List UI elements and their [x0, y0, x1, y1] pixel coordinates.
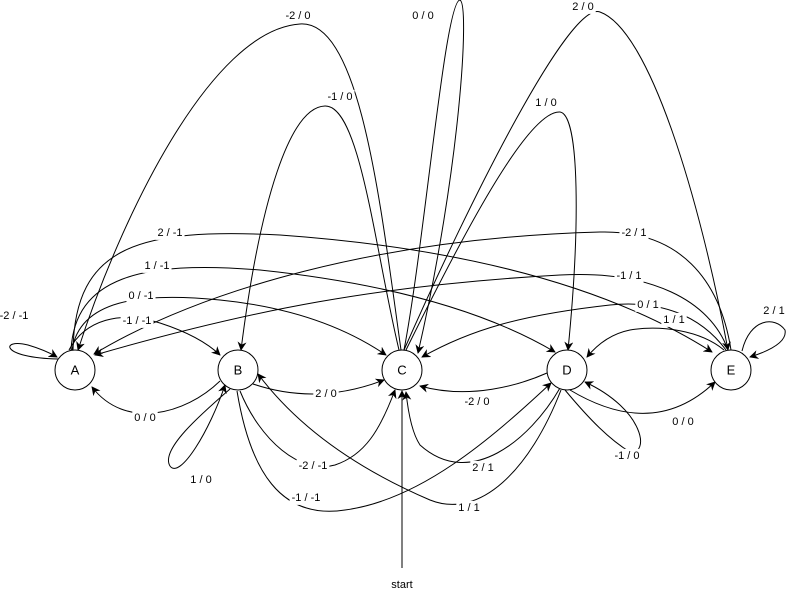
transition-d-to-e-label: 0 / 0 [672, 416, 693, 428]
transition-a-to-b-edge [68, 316, 221, 356]
transition-c-to-e-edge [403, 11, 731, 351]
state-d[interactable]: D [546, 349, 588, 391]
state-b-circle [217, 349, 259, 391]
transition-b-to-b-edge [167, 384, 231, 469]
transition-a-to-c-label: 0 / -1 [128, 290, 153, 302]
transition-e-to-d-label: 1 / 1 [663, 314, 684, 326]
transition-d-to-b-edge [257, 373, 562, 505]
transition-d-to-d-label-bg [612, 448, 642, 463]
transition-d-to-c-edge [402, 387, 561, 463]
transition-a-to-c-edge [71, 296, 387, 356]
transition-e-to-a-label-bg [614, 268, 644, 283]
transition-d-to-d-label: -1 / 0 [614, 450, 639, 462]
transition-e-to-a-edge [94, 273, 729, 358]
states-layer: A B C D E [54, 349, 752, 391]
state-a-label: A [71, 362, 80, 377]
transition-b-to-c-label-bg [296, 458, 330, 473]
transition-d-to-d-edge [564, 381, 642, 453]
transition-c-to-c-label: 0 / 0 [412, 10, 433, 22]
start-label: start [391, 579, 412, 591]
state-a[interactable]: A [54, 349, 96, 391]
state-d-label: D [562, 362, 571, 377]
transition-b-to-c-label: 2 / 0 [315, 388, 336, 400]
state-c-circle [381, 349, 423, 391]
transition-a-to-d-label-bg [142, 258, 172, 273]
transition-b-to-a-label: 0 / 0 [134, 412, 155, 424]
transition-e-to-c-label-bg [635, 297, 661, 312]
transition-a-to-d-edge [70, 266, 556, 353]
transition-d-to-b-label: 1 / 1 [458, 502, 479, 514]
transition-e-to-a-edge [93, 231, 732, 355]
transition-e-to-a-label: -2 / 1 [621, 227, 646, 239]
transition-e-to-d-label-bg [661, 312, 687, 327]
state-c[interactable]: C [381, 349, 423, 391]
transitions-layer [9, 0, 786, 568]
transition-d-to-c-edge [419, 372, 548, 393]
transition-b-to-a-edge [91, 380, 221, 414]
transition-c-to-a-label: -2 / 0 [285, 10, 310, 22]
transition-c-to-b-label-bg [325, 89, 355, 104]
transition-b-to-d-label-bg [289, 490, 323, 505]
transition-a-to-e-label-bg [155, 225, 185, 240]
transition-e-to-e-label-bg [761, 303, 787, 318]
transition-c-to-b-edge [237, 105, 400, 351]
state-e-circle [710, 349, 752, 391]
transition-a-to-c-label-bg [126, 288, 156, 303]
transition-c-to-e-label: 2 / 0 [572, 1, 593, 13]
transition-e-to-c-edge [421, 303, 727, 358]
transition-a-to-b-label: -1 / -1 [123, 315, 152, 327]
transition-c-to-e-label-bg [570, 0, 596, 14]
transition-b-to-d-label: -1 / -1 [292, 492, 321, 504]
transition-d-to-c-label-bg [462, 394, 492, 409]
transition-b-to-c-label-bg [313, 386, 339, 401]
state-e-label: E [727, 362, 736, 377]
state-b-label: B [234, 362, 243, 377]
transition-c-to-b-label: -1 / 0 [327, 91, 352, 103]
transition-e-to-e-edge [741, 321, 786, 359]
transition-a-to-e-edge [72, 233, 713, 353]
transition-a-to-a-edge [9, 343, 59, 360]
transition-d-to-c-label-bg [470, 460, 496, 475]
state-d-circle [546, 349, 588, 391]
transition-e-to-c-label: 0 / 1 [637, 299, 658, 311]
transition-c-to-c-edge [403, 0, 465, 354]
transition-c-to-c-label-bg [410, 8, 436, 23]
transition-d-to-c-label: -2 / 0 [464, 396, 489, 408]
transition-c-to-a-label-bg [283, 8, 313, 23]
state-c-label: C [397, 362, 406, 377]
transition-d-to-c-label: 2 / 1 [472, 462, 493, 474]
state-e[interactable]: E [710, 349, 752, 391]
transition-e-to-e-label: 2 / 1 [763, 305, 784, 317]
state-a-circle [54, 349, 96, 391]
transition-c-to-d-label: 1 / 0 [535, 97, 556, 109]
transition-a-to-b-label-bg [120, 313, 154, 328]
transition-b-to-c-edge [239, 389, 397, 468]
transition-a-to-e-label: 2 / -1 [157, 227, 182, 239]
transition-b-to-a-label-bg [132, 410, 158, 425]
transition-b-to-b-label-bg [188, 472, 214, 487]
transition-c-to-a-edge [76, 23, 402, 351]
transition-c-to-d-label-bg [533, 95, 559, 110]
transition-e-to-a-label-bg [619, 225, 649, 240]
transition-d-to-b-label-bg [456, 500, 482, 515]
transition-d-to-e-edge [569, 381, 716, 414]
transition-a-to-a-label-bg [0, 308, 31, 323]
state-b[interactable]: B [217, 349, 259, 391]
transition-e-to-d-edge [586, 327, 725, 358]
transition-d-to-e-label-bg [670, 414, 696, 429]
transition-c-to-d-edge [405, 111, 577, 351]
transition-b-to-c-label: -2 / -1 [299, 460, 328, 472]
transition-b-to-b-label: 1 / 0 [190, 474, 211, 486]
transition-a-to-a-label: -2 / -1 [0, 310, 28, 322]
transition-a-to-d-label: 1 / -1 [144, 260, 169, 272]
transition-e-to-a-label: -1 / 1 [616, 270, 641, 282]
transition-b-to-d-edge [236, 382, 552, 512]
